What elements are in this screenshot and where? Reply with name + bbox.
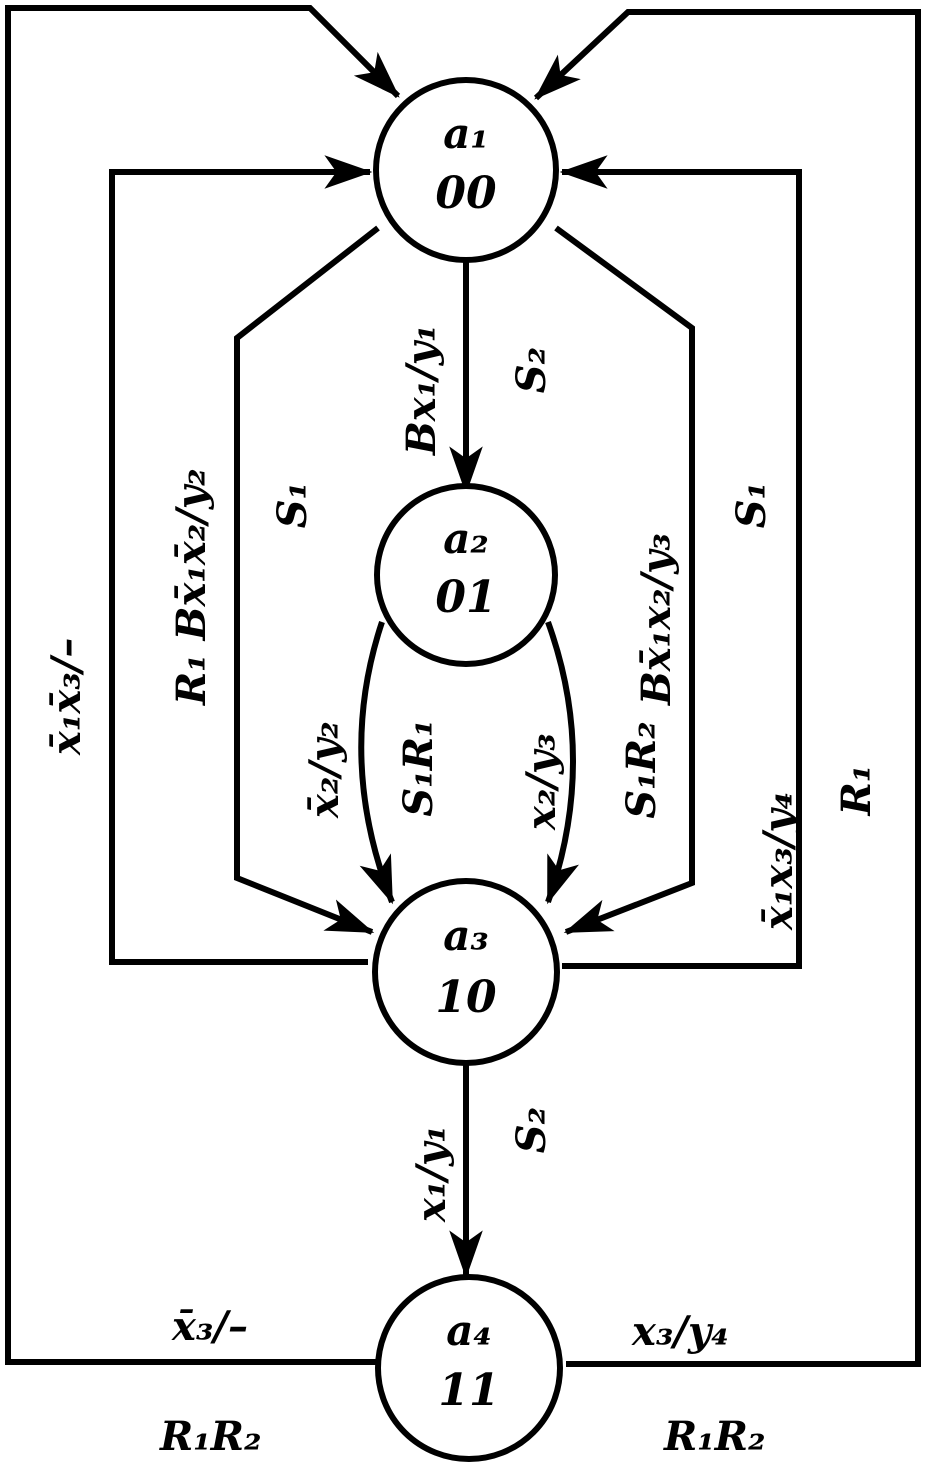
- label-a2-a3-left-cond: x̄₂/y₂: [301, 721, 348, 819]
- edge-a1-a3-left: [234, 225, 380, 935]
- label-a2-a3-left-act: S₁R₁: [395, 719, 442, 816]
- state-a1: a₁ 00: [373, 77, 559, 263]
- edge-a3-a1-right: [559, 155, 802, 969]
- edge-a4-a1-left: [5, 5, 401, 1365]
- label-a3-a1-left-cond: x̄₁x̄₃/–: [43, 638, 90, 756]
- edge-a1-a3-right: [554, 225, 695, 935]
- state-a2: a₂ 01: [374, 483, 558, 667]
- label-a3-a1-right-cond: x̄₁x₃/y₄: [755, 792, 802, 931]
- state-a2-name: a₂: [443, 514, 489, 563]
- label-a1-a3-right-cond: Bx̄₁x₂/y₃: [633, 533, 680, 706]
- label-a2-a3-right-act: S₁R₂: [618, 721, 665, 818]
- edge-a3-a1-left: [109, 155, 373, 965]
- edge-a4-a1-right: [533, 9, 921, 1367]
- label-a3-a1-right-act: R₁: [833, 765, 880, 817]
- label-a4-a1-left-act: R₁R₂: [159, 1413, 262, 1460]
- state-a3: a₃ 10: [372, 878, 560, 1066]
- label-a1-a2-act: S₂: [508, 347, 555, 393]
- state-a3-name: a₃: [443, 911, 489, 960]
- edge-a2-a3-left: [358, 621, 395, 905]
- state-a3-code: 10: [435, 972, 497, 1023]
- label-a1-a2-cond: Bx₁/y₁: [398, 324, 445, 456]
- edge-a2-a3-right: [545, 620, 579, 905]
- state-a4: a₄ 11: [375, 1274, 563, 1462]
- label-a2-a3-right-cond: x₂/y₃: [518, 733, 565, 831]
- label-a1-a3-right-act: S₁: [728, 482, 775, 528]
- label-a1-a3-left-act: S₁: [269, 482, 316, 528]
- state-a4-code: 11: [438, 1365, 499, 1416]
- state-a1-name: a₁: [443, 109, 489, 158]
- label-a1-a3-left-cond: R₁ Bx̄₁x̄₂/y₂: [168, 468, 215, 706]
- label-a3-a4-cond: x₁/y₁: [408, 1125, 455, 1223]
- label-a4-a1-right-cond: x₃/y₄: [631, 1308, 729, 1355]
- state-a4-name: a₄: [446, 1306, 492, 1355]
- state-a1-code: 00: [435, 168, 497, 219]
- label-a3-a4-act: S₂: [508, 1107, 555, 1153]
- label-a4-a1-right-act: R₁R₂: [663, 1413, 766, 1460]
- label-a4-a1-left-cond: x̄₃/–: [171, 1303, 248, 1350]
- state-a2-code: 01: [435, 572, 496, 623]
